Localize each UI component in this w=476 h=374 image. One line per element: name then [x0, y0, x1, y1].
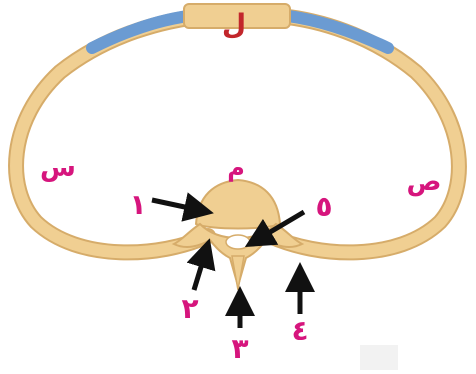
label-left: س — [40, 153, 76, 183]
label-right: ص — [407, 167, 442, 197]
vertebral-body — [196, 180, 280, 229]
label-4: ٤ — [291, 314, 308, 347]
corner-patch — [360, 345, 398, 370]
label-1: ١ — [129, 188, 146, 221]
costal-cartilage-left — [92, 16, 188, 48]
label-5: ٥ — [315, 190, 332, 223]
label-center: م — [227, 154, 245, 182]
label-2: ٢ — [181, 292, 198, 325]
rib-left-arc — [16, 16, 208, 252]
rib-left-arc-fill — [16, 16, 208, 252]
label-3: ٣ — [231, 332, 248, 365]
arrow-2 — [194, 244, 208, 290]
vertebral-foramen — [226, 235, 250, 249]
label-top: ل — [222, 8, 246, 41]
